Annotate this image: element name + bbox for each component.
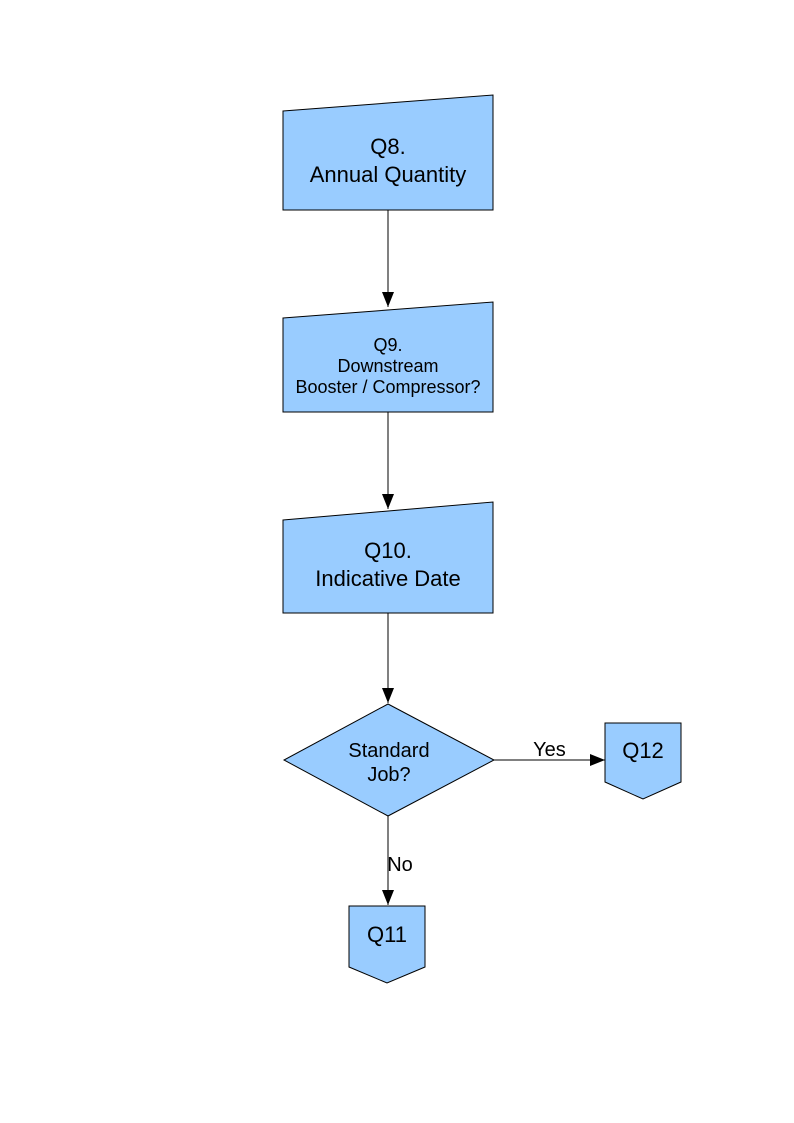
node-standard-job-label-line1: Standard: [348, 740, 430, 762]
node-q9-shape: [282, 301, 494, 413]
node-q11-label: Q11: [349, 924, 425, 946]
node-standard-job-label: Standard Job?: [284, 739, 494, 787]
node-standard-job-label-line2: Job?: [367, 764, 411, 786]
node-q9-label-line1: Q9.: [373, 335, 403, 355]
node-q8-label-line1: Q8.: [370, 134, 406, 159]
node-q9-label-line3: Booster / Compressor?: [295, 377, 481, 397]
node-q10-label: Q10. Indicative Date: [283, 537, 493, 593]
edge-label-no: No: [370, 855, 430, 875]
edge-label-no-text: No: [387, 854, 413, 876]
node-q11-shape: [348, 905, 426, 984]
node-q12-label-line1: Q12: [622, 738, 664, 763]
node-q11-label-line1: Q11: [367, 922, 407, 947]
node-q8-label-line2: Annual Quantity: [309, 162, 467, 187]
node-q8-shape: [282, 94, 494, 211]
edge-label-yes-text: Yes: [533, 739, 566, 761]
node-q9-label-line2: Downstream: [337, 356, 439, 376]
node-q10-label-line2: Indicative Date: [315, 566, 461, 591]
node-q8-label: Q8. Annual Quantity: [283, 133, 493, 189]
node-q9-label: Q9. Downstream Booster / Compressor?: [283, 335, 493, 398]
node-q12-label: Q12: [605, 740, 681, 762]
node-q12-shape: [604, 722, 682, 800]
node-q10-label-line1: Q10.: [364, 538, 412, 563]
node-q10-shape: [282, 501, 494, 614]
edge-label-yes: Yes: [494, 740, 605, 760]
